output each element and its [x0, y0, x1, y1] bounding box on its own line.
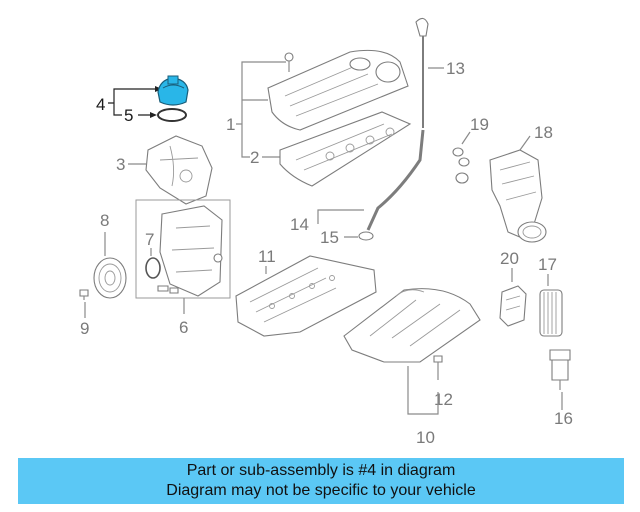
upper-timing-cover[interactable]	[145, 135, 213, 205]
oil-filter-element[interactable]	[539, 289, 563, 337]
callout-group-10-12: 10 12	[407, 366, 453, 447]
lower-oil-pan[interactable]	[343, 288, 481, 363]
callout-5[interactable]: 5	[124, 106, 133, 125]
banner-line-1: Part or sub-assembly is #4 in diagram	[186, 462, 456, 479]
callout-10[interactable]: 10	[416, 428, 435, 447]
valve-cover[interactable]	[267, 49, 409, 131]
callout-18[interactable]: 18	[534, 123, 553, 142]
oil-filter-housing[interactable]	[489, 149, 547, 243]
callout-9[interactable]: 9	[80, 319, 89, 338]
callout-3: 3	[116, 155, 146, 174]
callout-11: 11	[258, 247, 276, 274]
oil-pressure-sensor[interactable]	[549, 349, 571, 390]
dipstick-tube[interactable]	[358, 129, 425, 241]
callout-2[interactable]: 2	[250, 148, 259, 167]
info-banner: Part or sub-assembly is #4 in diagram Di…	[18, 458, 624, 504]
drain-plug[interactable]	[433, 355, 443, 380]
cover-bolts[interactable]	[157, 285, 179, 294]
oil-filler-cap-highlighted[interactable]	[157, 75, 189, 106]
crankshaft-pulley[interactable]	[93, 257, 127, 299]
callout-17[interactable]: 17	[538, 255, 557, 274]
callout-1[interactable]: 1	[226, 115, 235, 134]
crankshaft-seal[interactable]	[145, 257, 161, 279]
callout-15[interactable]: 15	[320, 228, 339, 247]
callout-group-18-19: 19 18	[461, 115, 553, 151]
callout-group-16-17-20: 20 17 16	[500, 249, 573, 428]
oil-filter-cap[interactable]	[499, 285, 527, 327]
oil-dipstick[interactable]	[415, 17, 429, 128]
lower-timing-cover[interactable]	[159, 205, 223, 297]
callout-12[interactable]: 12	[434, 390, 453, 409]
callout-group-6-7: 7 6	[135, 199, 231, 337]
callout-group-8-9: 8 9	[80, 211, 109, 338]
callout-16[interactable]: 16	[554, 409, 573, 428]
callout-13[interactable]: 13	[446, 59, 465, 78]
callout-8[interactable]: 8	[100, 211, 109, 230]
callout-11-label[interactable]: 11	[258, 247, 276, 266]
callout-3-label[interactable]: 3	[116, 155, 125, 174]
parts-diagram: 4 5 1 2 13 14 15	[79, 17, 573, 447]
callout-6[interactable]: 6	[179, 318, 188, 337]
callout-14[interactable]: 14	[290, 215, 309, 234]
pulley-bolt[interactable]	[79, 289, 89, 300]
valve-cover-gasket[interactable]	[279, 111, 412, 187]
callout-20[interactable]: 20	[500, 249, 519, 268]
callout-4[interactable]: 4	[96, 95, 105, 114]
callout-group-4-5: 4 5	[96, 86, 162, 125]
filler-cap-seal[interactable]	[157, 108, 187, 122]
banner-line-2: Diagram may not be specific to your vehi…	[166, 482, 476, 499]
callout-19[interactable]: 19	[470, 115, 489, 134]
callout-group-1-2: 1 2	[226, 61, 286, 167]
callout-7[interactable]: 7	[145, 230, 154, 249]
housing-seals[interactable]	[452, 147, 470, 184]
callout-group-13-14-15: 13 14 15	[290, 59, 465, 247]
upper-oil-pan[interactable]	[235, 255, 377, 337]
